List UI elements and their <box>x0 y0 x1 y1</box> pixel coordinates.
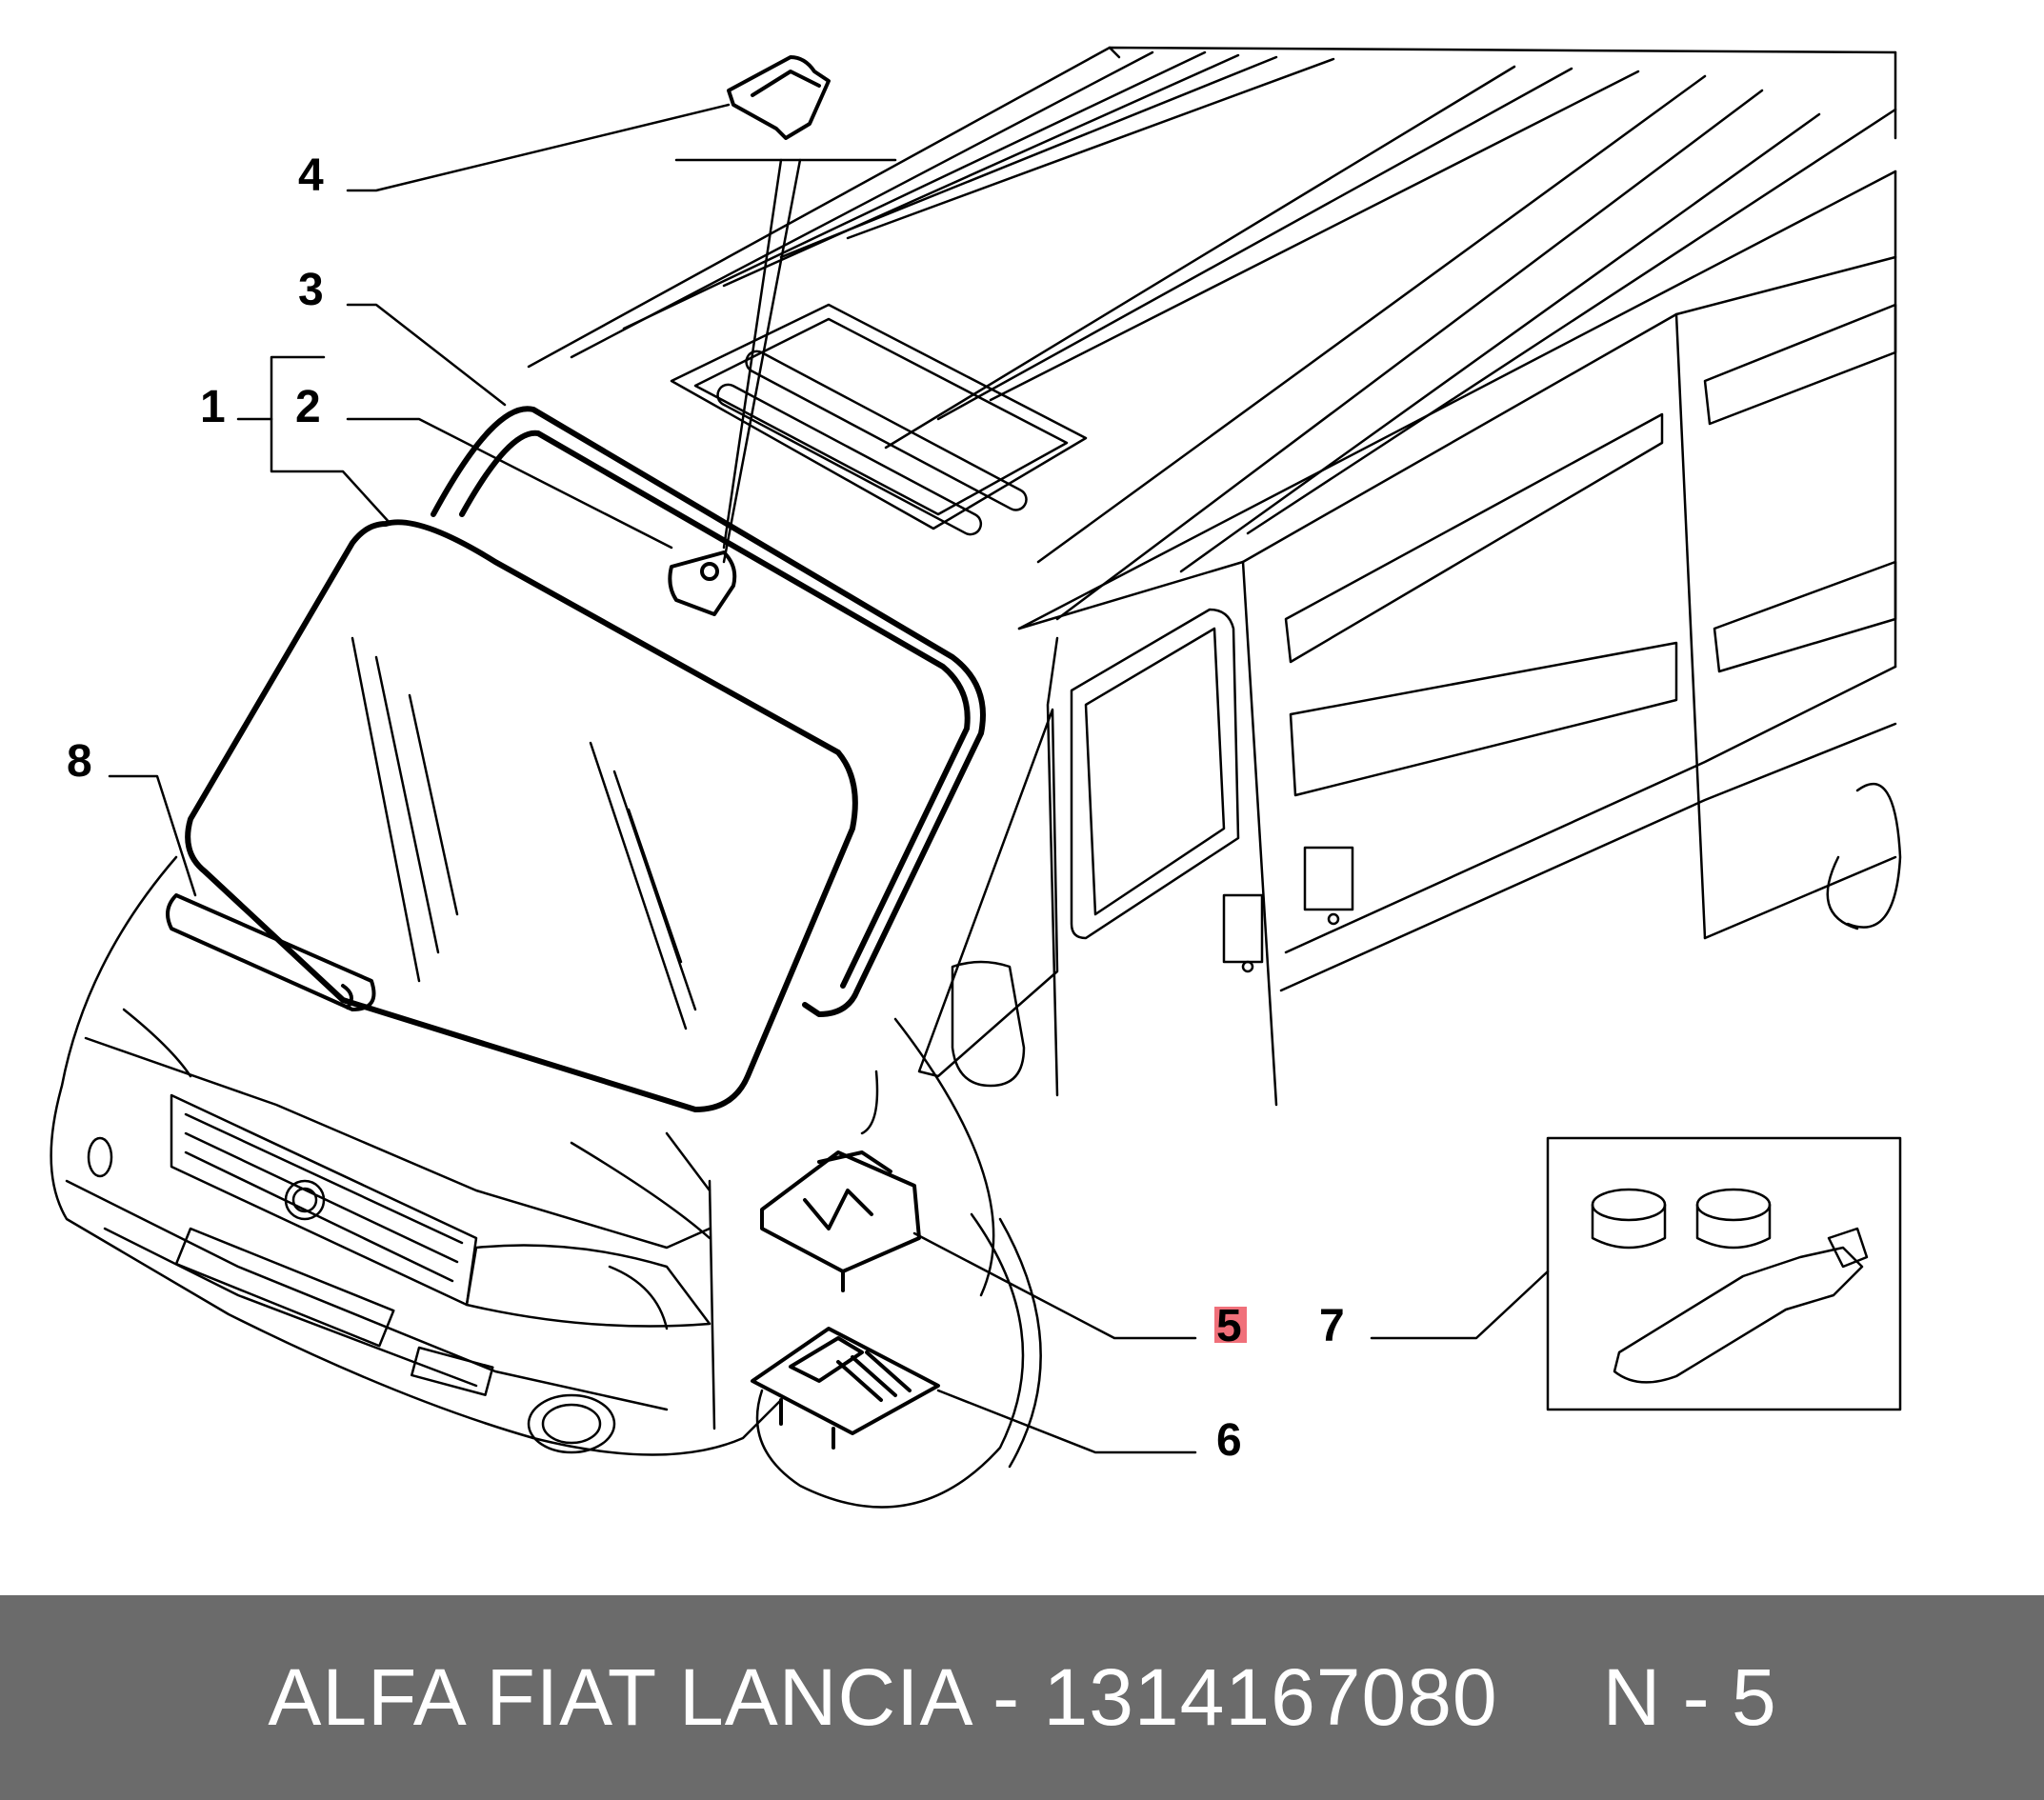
windshield-glare-lines <box>351 636 697 1030</box>
bracket-part-5 <box>760 1150 921 1292</box>
adhesive-kit-box <box>1546 1136 1902 1411</box>
callout-5-highlight <box>1214 1307 1247 1343</box>
exploded-parts-diagram: 1 2 3 4 5 6 7 8 <box>50 46 1902 1509</box>
bracket-part-6 <box>751 1327 940 1450</box>
windshield-seal <box>431 406 986 1017</box>
cowl-trim-strip <box>166 893 376 1011</box>
van-windshield-illustration: 1 2 3 4 5 6 7 8 <box>50 46 1902 1509</box>
part-number-text: ALFA FIAT LANCIA - 1314167080 <box>268 1652 1498 1742</box>
leader-lines <box>108 103 1550 1454</box>
callout-4: 4 <box>298 150 324 201</box>
part-number-footer: ALFA FIAT LANCIA - 1314167080 N - 5 <box>0 1595 2044 1800</box>
callout-6: 6 <box>1216 1415 1242 1466</box>
rearview-mirror-mount <box>668 550 737 616</box>
callout-1: 1 <box>200 382 226 432</box>
callout-2: 2 <box>295 382 321 432</box>
callout-8: 8 <box>67 736 92 787</box>
sensor-cover <box>727 55 831 140</box>
callout-7: 7 <box>1319 1301 1345 1351</box>
callout-numbers: 1 2 3 4 5 6 7 8 <box>67 150 1345 1466</box>
callout-5: 5 <box>1216 1301 1242 1351</box>
diagram-reference-code: N - 5 <box>1602 1652 1776 1742</box>
windshield-glass <box>185 519 858 1112</box>
van-body-outline <box>50 46 1902 1509</box>
callout-3: 3 <box>298 265 324 315</box>
